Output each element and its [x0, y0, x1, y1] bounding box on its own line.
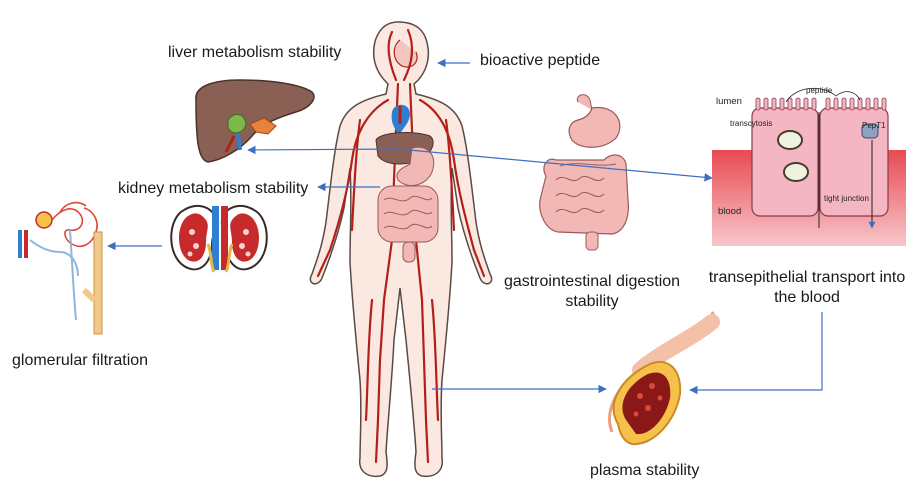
peptide-label: peptide	[806, 86, 833, 95]
epithelium-panel: lumen peptide transcytosis PepT1 blood t…	[712, 86, 906, 246]
plasma-stability-label: plasma stability	[590, 462, 699, 480]
body-outline	[310, 22, 491, 476]
transepithelial-line2: the blood	[702, 288, 912, 308]
transepithelial-line1: transepithelial transport into	[702, 268, 912, 288]
microvilli	[756, 98, 886, 110]
gi-digestion-label: gastrointestinal digestion stability	[494, 272, 690, 312]
blood-label: blood	[718, 206, 741, 217]
blood-vessel-illustration	[610, 312, 714, 444]
gi-tract-illustration	[540, 95, 629, 250]
gi-digestion-line1: gastrointestinal digestion	[494, 272, 690, 292]
lumen-label: lumen	[716, 96, 742, 107]
glomerular-filtration-label: glomerular filtration	[12, 352, 148, 370]
kidneys-illustration	[171, 206, 267, 272]
transepithelial-transport-label: transepithelial transport into the blood	[702, 268, 912, 308]
pept1-label: PepT1	[862, 121, 886, 130]
transcytosis-label: transcytosis	[730, 119, 772, 128]
bioactive-peptide-label: bioactive peptide	[480, 52, 600, 70]
tight-junction-label: tight junction	[824, 194, 869, 203]
human-body	[310, 22, 491, 476]
body-intestines	[378, 186, 438, 242]
nephron-illustration	[18, 203, 102, 334]
liver-metabolism-label: liver metabolism stability	[168, 44, 341, 62]
gi-digestion-line2: stability	[494, 292, 690, 312]
kidney-metabolism-label: kidney metabolism stability	[118, 180, 308, 198]
